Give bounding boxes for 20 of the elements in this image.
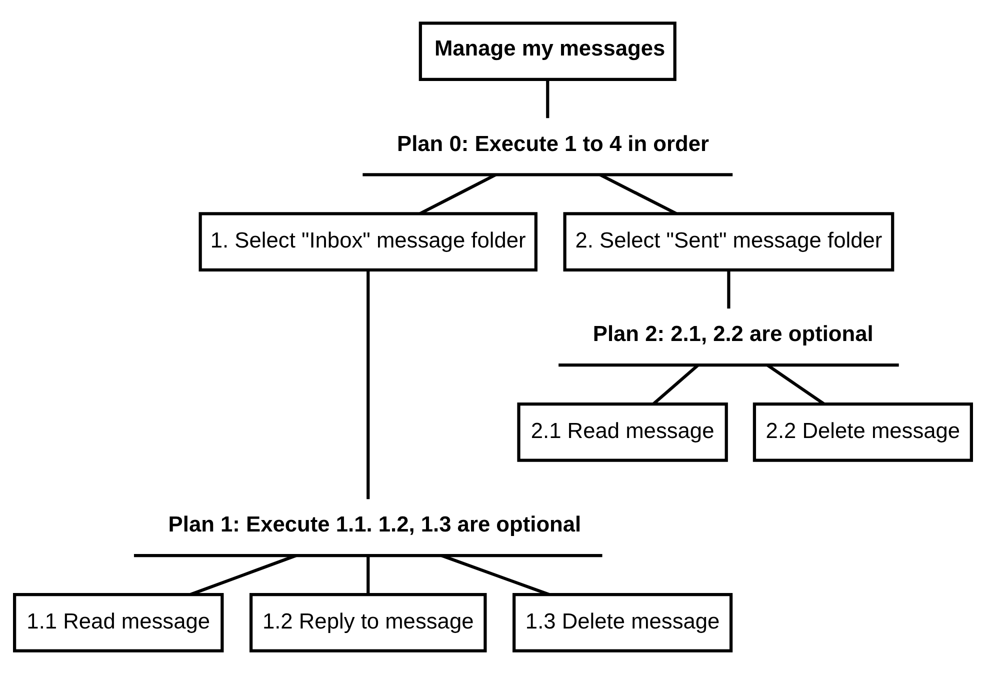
node-box: 1. Select "Inbox" message folder <box>198 212 538 271</box>
connector <box>190 554 296 596</box>
connector <box>419 172 496 215</box>
node-text: Plan 0: Execute 1 to 4 in order <box>397 130 709 156</box>
connector <box>727 269 730 308</box>
connector <box>441 554 550 596</box>
connector <box>366 270 370 499</box>
node-box: Manage my messages <box>418 21 676 80</box>
node-box: 2.2 Delete message <box>752 402 973 462</box>
connector <box>546 79 550 118</box>
node-box: 1.2 Reply to message <box>250 592 487 652</box>
node-box: 1.1 Read message <box>13 592 224 652</box>
node-text: Plan 2: 2.1, 2.2 are optional <box>592 320 874 346</box>
node-text: Plan 1: Execute 1.1. 1.2, 1.3 are optional <box>168 511 582 536</box>
node-box: 2.1 Read message <box>517 402 728 462</box>
connector <box>652 364 700 404</box>
connector <box>599 172 678 215</box>
node-box: 2. Select "Sent" message folder <box>563 212 894 271</box>
node-box: 1.3 Delete message <box>512 592 733 652</box>
connector <box>366 555 370 594</box>
